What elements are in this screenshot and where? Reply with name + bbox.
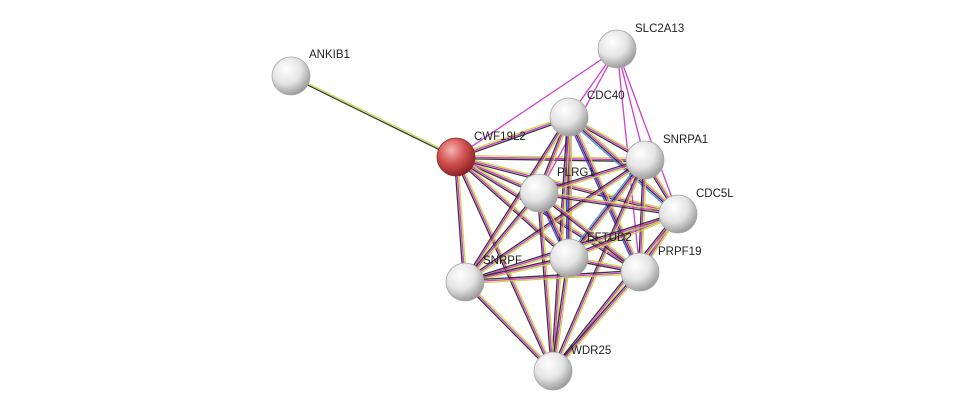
edge-prpf19-wdr25-textmining (553, 272, 642, 373)
node-label-prpf19: PRPF19 (658, 246, 701, 258)
node-plrg1[interactable]: PLRG1 (519, 167, 595, 213)
node-circle-prpf19[interactable] (620, 252, 660, 292)
node-eftud2[interactable]: EFTUD2 (549, 232, 632, 278)
edge-cdc40-prpf19-coexpression (567, 117, 640, 273)
node-circle-cdc40[interactable] (549, 97, 589, 137)
edge-cdc40-prpf19-homology (566, 117, 639, 274)
edge-slc2a13-cdc5l-experiments (616, 48, 679, 215)
edge-prpf19-wdr25-coexpression (551, 270, 640, 371)
node-circle-wdr25[interactable] (533, 351, 573, 391)
node-circle-snrpf[interactable] (445, 262, 485, 302)
edge-ankib1-cwf19l2-coexpression (290, 76, 456, 159)
edge-cwf19l2-cdc40-textmining (455, 114, 569, 157)
edge-cwf19l2-snrpf-coexpression (453, 157, 465, 283)
node-circle-snrpa1[interactable] (625, 140, 665, 180)
edge-snrpa1-eftud2-databases (566, 158, 644, 257)
edge-prpf19-snrpf-experiments (464, 271, 641, 283)
edge-slc2a13-cwf19l2-experiments (455, 48, 618, 158)
node-circle-eftud2[interactable] (549, 238, 589, 278)
node-label-slc2a13: SLC2A13 (635, 23, 684, 35)
edge-snrpa1-eftud2-experiments (569, 160, 647, 259)
edge-plrg1-cdc5l-coexpression (538, 193, 678, 217)
edge-cdc40-prpf19-experiments (569, 116, 642, 272)
node-cdc5l[interactable]: CDC5L (658, 188, 734, 234)
edge-plrg1-cdc5l-experiments (538, 192, 679, 215)
edge-plrg1-prpf19-experiments (538, 192, 641, 273)
edge-plrg1-wdr25-textmining (539, 192, 556, 371)
edge-prpf19-snrpf-textmining (465, 272, 641, 285)
node-label-ankib1: ANKIB1 (309, 49, 350, 61)
node-cwf19l2[interactable]: CWF19L2 (436, 131, 526, 177)
node-label-wdr25: WDR25 (571, 345, 611, 357)
edge-snrpf-wdr25-textmining (465, 280, 555, 371)
edge-cwf19l2-cdc40-coexpression (456, 117, 570, 160)
edge-cwf19l2-wdr25-textmining (456, 156, 556, 371)
node-label-plrg1: PLRG1 (557, 167, 595, 179)
node-circle-slc2a13[interactable] (597, 29, 637, 69)
edge-snrpf-wdr25-experiments (464, 281, 554, 372)
node-label-cdc40: CDC40 (587, 90, 625, 102)
node-circle-cdc5l[interactable] (658, 194, 698, 234)
node-ankib1[interactable]: ANKIB1 (271, 49, 350, 96)
node-wdr25[interactable]: WDR25 (533, 345, 611, 391)
edge-cdc40-cdc5l-coexpression (568, 117, 678, 216)
node-circle-plrg1[interactable] (519, 173, 559, 213)
node-snrpf[interactable]: SNRPF (445, 255, 522, 302)
edge-prpf19-snrpf-coexpression (464, 269, 640, 282)
edge-snrpa1-snrpf-textmining (465, 160, 647, 284)
node-prpf19[interactable]: PRPF19 (620, 246, 701, 292)
edge-cwf19l2-eftud2-textmining (456, 155, 571, 258)
node-label-eftud2: EFTUD2 (587, 232, 632, 244)
node-label-cwf19l2: CWF19L2 (474, 131, 526, 143)
node-label-cdc5l: CDC5L (696, 188, 734, 200)
edge-plrg1-wdr25-coexpression (536, 193, 553, 372)
edge-cwf19l2-snrpf-experiments (455, 156, 466, 283)
node-circle-cwf19l2[interactable] (436, 137, 476, 177)
node-cdc40[interactable]: CDC40 (549, 90, 625, 137)
edge-cdc40-snrpf-experiments (464, 116, 570, 283)
edge-snrpf-wdr25-coexpression (463, 282, 553, 373)
edge-cdc5l-eftud2-textmining (569, 214, 679, 261)
edge-cwf19l2-wdr25-coexpression (453, 157, 553, 372)
node-circle-ankib1[interactable] (271, 56, 311, 96)
node-label-snrpa1: SNRPA1 (663, 134, 708, 146)
edge-cdc40-snrpf-coexpression (463, 115, 569, 282)
node-slc2a13[interactable]: SLC2A13 (597, 23, 684, 69)
edge-plrg1-prpf19-coexpression (537, 193, 640, 274)
edge-prpf19-wdr25-experiments (552, 271, 641, 372)
edge-cwf19l2-snrpf-textmining (456, 156, 468, 282)
node-label-snrpf: SNRPF (483, 255, 522, 267)
edge-plrg1-prpf19-textmining (539, 191, 642, 272)
edge-cwf19l2-cdc40-experiments (455, 116, 570, 158)
edge-ankib1-cwf19l2-textmining (291, 74, 457, 157)
edge-plrg1-cdc5l-textmining (539, 190, 679, 214)
edge-snrpa1-eftud2-coexpression (567, 159, 645, 258)
edge-cdc5l-wdr25-coexpression (551, 212, 678, 371)
node-snrpa1[interactable]: SNRPA1 (625, 134, 708, 180)
edge-cwf19l2-wdr25-experiments (455, 156, 554, 372)
edge-cdc40-snrpf-textmining (465, 117, 571, 284)
edge-layer (290, 48, 681, 373)
edge-plrg1-wdr25-experiments (538, 192, 554, 372)
edge-cdc40-prpf19-textmining (570, 115, 643, 272)
edge-cdc40-cdc5l-textmining (570, 114, 681, 213)
